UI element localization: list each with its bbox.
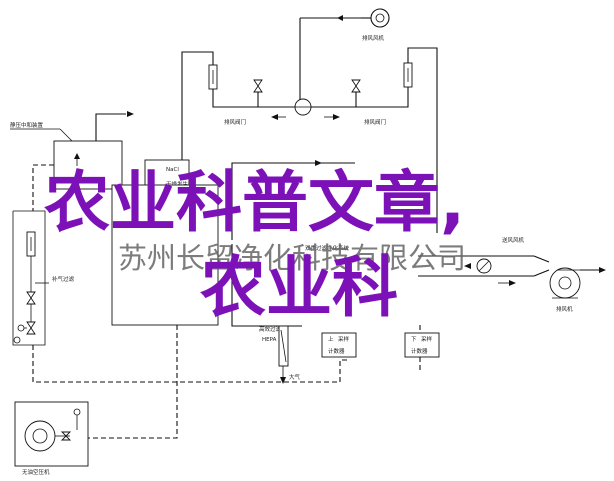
- lower-counter-line1: 下: [411, 336, 417, 343]
- right-exhaust-fan: 排风机: [549, 267, 606, 313]
- supply-filter-label: 补气过滤: [52, 275, 75, 283]
- supply-filter-cabinet: [12, 210, 46, 346]
- lower-particle-counter: 下 采样 计数器: [404, 332, 440, 358]
- watermark-company: 苏州长留净化科技有限公司: [118, 241, 467, 275]
- upper-counter-line2: 采样: [338, 335, 350, 343]
- arrow-left: [271, 114, 278, 120]
- left-exhaust-loop: [181, 51, 295, 226]
- static-device-pipe: [95, 113, 126, 141]
- top-exhaust-fan: 排风风机: [337, 8, 390, 42]
- supply-fan-label: 送风风机: [502, 236, 525, 244]
- dry-fog-label: 干燥发生器: [166, 180, 194, 188]
- lower-counter-line2: 采样: [421, 335, 433, 343]
- watermark-line2: 农业科: [200, 249, 398, 326]
- exhaust-fan-top-label: 排风风机: [362, 34, 385, 42]
- upper-counter-line1: 上: [328, 335, 334, 343]
- right-flowmeter: [403, 62, 413, 88]
- central-fan: [294, 98, 312, 116]
- hepa-filter-label: 高效过滤: [259, 325, 282, 333]
- exhaust-valve-right-label: 排风阀门: [364, 118, 386, 126]
- left-flowmeter: [208, 64, 218, 90]
- static-pressure-device: 静压中和装置: [10, 121, 123, 190]
- right-exhaust-loop: [311, 47, 438, 233]
- lower-counter-line3: 计数器: [411, 347, 428, 355]
- air-compressor-cabinet: 无油空压机: [14, 401, 89, 476]
- hepa-filter: 高效过滤 HEPA 大气: [259, 325, 301, 384]
- right-valve-cross: [476, 258, 492, 274]
- purge-line-top: [231, 162, 355, 240]
- exhaust-valve-left-label: 排风阀门: [224, 118, 246, 126]
- nacl-label: NaCl: [166, 167, 179, 173]
- upper-counter-line3: 计数器: [328, 347, 345, 355]
- exhaust-fan-lower-label: 排风机: [556, 305, 573, 313]
- supply-filter-assembly: [13, 231, 36, 344]
- diffuser-pipes: [418, 255, 550, 277]
- hepa-label: HEPA: [262, 337, 277, 343]
- static-pressure-label: 静压中和装置: [10, 121, 44, 129]
- test-chamber: [111, 184, 219, 326]
- dashed-supply-top: [32, 164, 54, 211]
- right-exhaust-valve: 排风阀门: [351, 79, 386, 126]
- watermark-line1: 农业科普文章,: [44, 164, 466, 241]
- left-exhaust-valve: 排风阀门: [224, 79, 263, 126]
- dual-filter-label: 双重过滤净化系统: [305, 244, 350, 252]
- air-compressor-label: 无油空压机: [22, 468, 50, 476]
- arrow-right: [333, 114, 340, 120]
- dashed-bottom-loop: [32, 345, 340, 383]
- upper-particle-counter: 上 采样 计数器: [321, 332, 357, 358]
- dashed-to-compressor: [88, 325, 178, 439]
- atmosphere-label: 大气: [289, 373, 301, 381]
